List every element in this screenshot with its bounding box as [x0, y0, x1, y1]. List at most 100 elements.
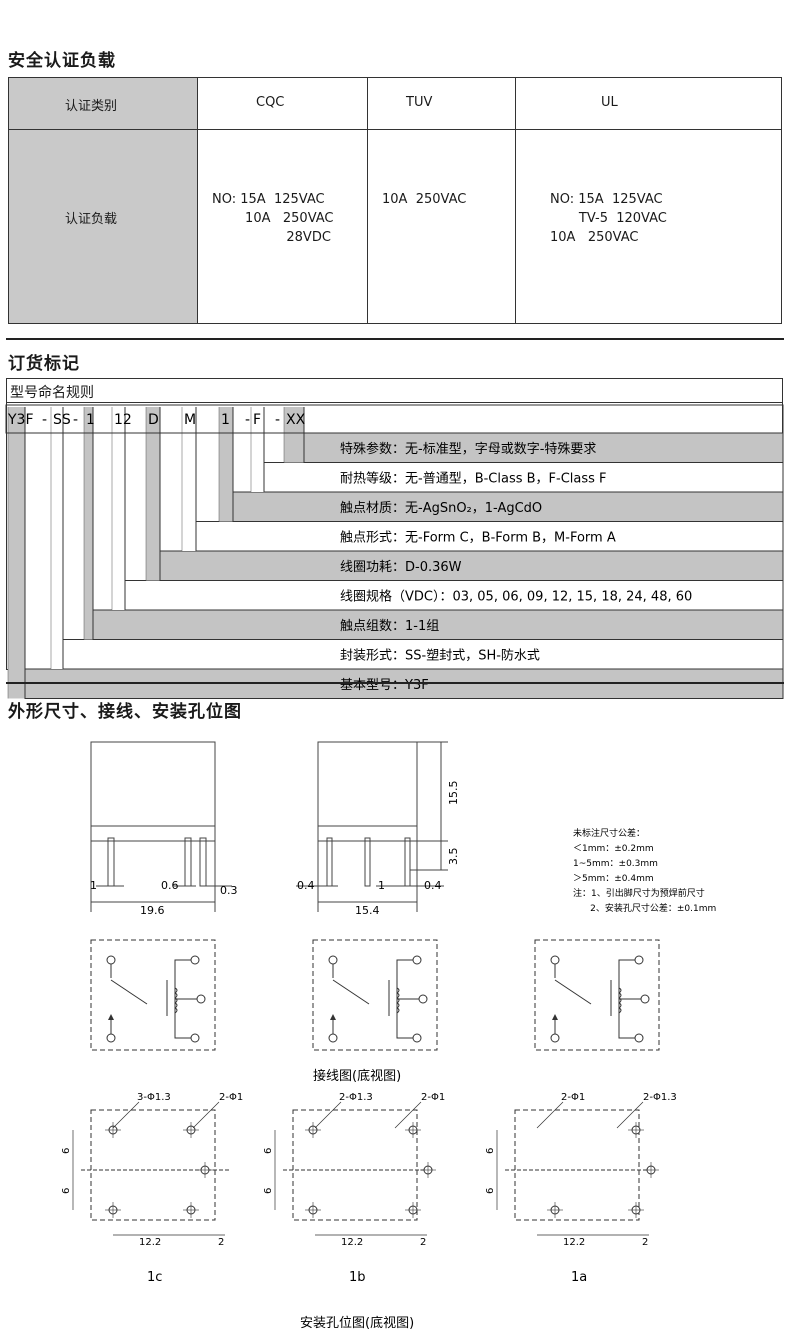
naming-rule-connector — [112, 407, 125, 610]
code-separator: - — [275, 412, 280, 428]
dim-label: 12.2 — [341, 1237, 363, 1248]
ul-line-1: NO: 15A 125VAC — [550, 192, 663, 207]
table-row-header: 认证负载 — [8, 129, 198, 324]
naming-rule-connector — [284, 407, 304, 463]
tolerance-line: 注：1、引出脚尺寸为预焊前尺寸 — [573, 887, 705, 899]
table-cell: NO: 15A 125VAC TV-5 120VAC 10A 250VAC — [515, 129, 782, 324]
dim-label: 2 — [218, 1237, 224, 1248]
dim-label: 6 — [485, 1148, 496, 1154]
naming-rule-row-label: 触点材质：无-AgSnO₂，1-AgCdO — [340, 501, 542, 516]
hole-diagram-label: 1a — [571, 1270, 587, 1285]
code-token: D — [148, 412, 159, 428]
tolerance-line: ＜1mm：±0.2mm — [573, 844, 654, 854]
tolerance-line: ＞5mm：±0.4mm — [573, 874, 654, 884]
dim-label: 12.2 — [563, 1237, 585, 1248]
naming-rule-connector — [219, 407, 233, 522]
naming-rule-row-label: 触点组数：1-1组 — [340, 619, 439, 634]
naming-rule-row-label: 线圈规格（VDC）：03, 05, 06, 09, 12, 15, 18, 24… — [340, 589, 692, 605]
dim-label: 0.4 — [424, 879, 442, 892]
row-header-label: 认证负载 — [65, 212, 118, 227]
naming-rule-connector — [182, 407, 196, 551]
naming-rule-row-label: 基本型号：Y3F — [340, 678, 429, 693]
naming-rule-connector — [51, 407, 63, 669]
naming-rule-title: 型号命名规则 — [10, 385, 94, 401]
cqc-line-3: 28VDC — [212, 230, 331, 245]
naming-rule-row-label: 耐热等级：无-普通型，B-Class B，F-Class F — [340, 471, 607, 487]
naming-rule-row — [303, 432, 784, 463]
code-token: SS — [53, 412, 71, 428]
hole-label: 2-Φ1 — [219, 1092, 243, 1103]
dim-label: 6 — [485, 1188, 496, 1194]
code-separator: - — [245, 412, 250, 428]
hole-label: 2-Φ1 — [421, 1092, 445, 1103]
naming-rule-connector — [84, 407, 93, 640]
naming-rule-row-label: 特殊参数：无-标准型，字母或数字-特殊要求 — [340, 441, 596, 457]
dim-label: 6 — [263, 1148, 274, 1154]
code-token: 1 — [86, 412, 95, 428]
dim-label: 3.5 — [447, 848, 460, 866]
tuv-header: TUV — [406, 95, 433, 110]
dim-label: 2 — [420, 1237, 426, 1248]
wiring-diagram — [90, 939, 216, 1051]
code-token: 1 — [221, 412, 230, 428]
naming-rule-row-label: 封装形式：SS-塑封式，SH-防水式 — [340, 648, 540, 664]
tuv-line-1: 10A 250VAC — [382, 192, 467, 207]
cqc-header: CQC — [256, 95, 285, 110]
tolerance-line: 1~5mm：±0.3mm — [573, 859, 658, 869]
dim-label: 6 — [61, 1188, 72, 1194]
cqc-line-2: 10A 250VAC — [212, 211, 334, 226]
naming-rule-row — [92, 609, 784, 640]
naming-rule-row — [195, 521, 784, 552]
ul-header: UL — [601, 95, 618, 110]
hole-label: 2-Φ1.3 — [643, 1092, 677, 1103]
hole-diagram-label: 1c — [147, 1270, 162, 1285]
hole-diagram: 2-Φ1.3 2-Φ1 6 6 12.2 2 1b — [263, 1092, 445, 1285]
hole-label: 2-Φ1 — [561, 1092, 585, 1103]
ul-line-2: TV-5 120VAC — [550, 211, 667, 226]
col-header-label: 认证类别 — [65, 99, 118, 114]
naming-rule-row-label: 线圈功耗：D-0.36W — [340, 560, 462, 575]
hole-label: 2-Φ1.3 — [339, 1092, 373, 1103]
naming-rule-connector — [8, 407, 25, 699]
dim-label: 15.5 — [447, 781, 460, 806]
code-token: 12 — [114, 412, 132, 428]
code-token: M — [184, 412, 196, 428]
code-separator: - — [42, 412, 47, 428]
dim-label: 19.6 — [140, 904, 165, 917]
dim-label: 0.6 — [161, 879, 179, 892]
section-title-ordering: 订货标记 — [8, 354, 80, 374]
cqc-line-1: NO: 15A 125VAC — [212, 192, 325, 207]
naming-rule-connector — [251, 407, 264, 492]
naming-rule-connector — [146, 407, 160, 581]
wiring-diagram — [534, 939, 660, 1051]
naming-rule-row — [232, 491, 784, 522]
tolerance-line: 未标注尺寸公差： — [573, 827, 645, 839]
dim-label: 15.4 — [355, 904, 380, 917]
dim-label: 12.2 — [139, 1237, 161, 1248]
section-title-dimensions: 外形尺寸、接线、安装孔位图 — [8, 702, 242, 722]
ul-line-3: 10A 250VAC — [550, 230, 639, 245]
hole-diagram-label: 1b — [349, 1270, 366, 1285]
hole-label: 3-Φ1.3 — [137, 1092, 171, 1103]
dim-label: 1 — [378, 879, 385, 892]
code-token: Y3F — [7, 412, 34, 428]
code-token: F — [253, 412, 261, 428]
code-separator: - — [73, 412, 78, 428]
dim-label: 6 — [263, 1188, 274, 1194]
naming-rule-row-label: 触点形式：无-Form C，B-Form B，M-Form A — [340, 531, 616, 546]
relay-side-view-1 — [90, 741, 232, 912]
dim-label: 0.3 — [220, 884, 238, 897]
dim-label: 0.4 — [297, 879, 315, 892]
tolerance-line: 2、安装孔尺寸公差：±0.1mm — [573, 902, 716, 914]
divider — [6, 338, 784, 340]
dim-label: 1 — [90, 879, 97, 892]
naming-rule-row — [62, 639, 784, 670]
dimension-drawings: 1 0.6 0.3 19.6 0.4 1 0.4 15.4 15.5 3.5 未… — [61, 741, 716, 1331]
section-title-certification: 安全认证负载 — [8, 51, 116, 71]
wiring-diagram — [312, 939, 438, 1051]
code-token: XX — [286, 412, 306, 428]
naming-rule-row — [159, 550, 784, 581]
naming-rule-diagram: 特殊参数：无-标准型，字母或数字-特殊要求耐热等级：无-普通型，B-Class … — [5, 404, 784, 699]
